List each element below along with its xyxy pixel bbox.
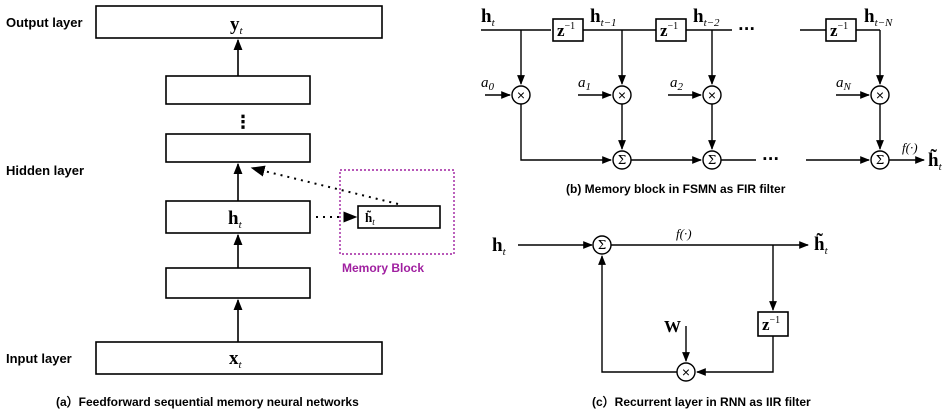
input-layer-box (95, 341, 383, 375)
caption-b: (b) Memory block in FSMN as FIR filter (566, 182, 786, 196)
mult-sym-0: × (517, 87, 525, 103)
panel-a (95, 5, 455, 375)
output-layer-label: Output layer (6, 15, 83, 30)
c-f-label: f(·) (676, 226, 692, 241)
dotted-arrow-memory-to-hidden (250, 165, 399, 205)
hidden-layer-label: Hidden layer (6, 163, 84, 178)
panel-b (481, 18, 925, 170)
yt-symbol: yt (230, 14, 244, 37)
coef-aN: aN (836, 75, 852, 93)
c-mult-sym: × (682, 364, 690, 380)
panel-a-labels: Output layer Hidden layer Input layer yt… (6, 14, 424, 409)
hidden-box-mid (165, 133, 311, 163)
panel-c (518, 235, 809, 382)
panel-c-labels: ht Σ f(·) h̃t W z−1 × (c）Recurrent layer… (492, 226, 829, 409)
b-ht: ht (481, 6, 496, 29)
output-layer-box (95, 5, 383, 39)
b-htN: ht−N (864, 6, 893, 29)
sum-sym-N: Σ (876, 153, 884, 167)
b-ht2: ht−2 (693, 6, 720, 29)
mult-sym-N: × (876, 87, 884, 103)
hidden-box-top (165, 75, 311, 105)
mult-sym-1: × (618, 87, 626, 103)
b-top-dots: ··· (738, 20, 755, 38)
memory-block-label: Memory Block (342, 261, 424, 275)
hidden-box-bottom (165, 267, 311, 299)
memory-block-box (357, 205, 441, 229)
coef-a1: a1 (578, 75, 591, 93)
delay-z2-label: z−1 (660, 21, 678, 40)
b-ht1: ht−1 (590, 6, 617, 29)
b-f-label: f(·) (902, 140, 918, 155)
sum-sym-2: Σ (708, 153, 716, 167)
b-output: h̃t (928, 149, 943, 173)
coef-a2: a2 (670, 75, 684, 93)
c-sum-sym: Σ (598, 238, 606, 252)
panel-b-labels: ht ht−1 ht−2 ht−N ··· z−1 z−1 z−1 a0 a1 … (481, 6, 943, 196)
caption-a: (a）Feedforward sequential memory neural … (56, 394, 359, 409)
input-layer-label: Input layer (6, 351, 72, 366)
c-delay-label: z−1 (762, 315, 780, 334)
sum-sym-1: Σ (618, 153, 626, 167)
delay-zN-label: z−1 (830, 21, 848, 40)
xt-symbol: xt (229, 348, 243, 371)
coef-a0: a0 (481, 75, 495, 93)
memory-ht-symbol: h̃t (365, 210, 375, 227)
hidden-vdots: ⋮ (234, 112, 252, 133)
b-bottom-dots: ··· (762, 150, 779, 168)
c-output: h̃t (814, 233, 829, 257)
ht-symbol: ht (228, 208, 243, 231)
memory-block-region (339, 169, 455, 255)
caption-c: (c）Recurrent layer in RNN as IIR filter (592, 394, 811, 409)
c-w-label: W (664, 317, 681, 336)
delay-z1-label: z−1 (557, 21, 575, 40)
c-ht: ht (492, 235, 507, 258)
mult-sym-2: × (708, 87, 716, 103)
